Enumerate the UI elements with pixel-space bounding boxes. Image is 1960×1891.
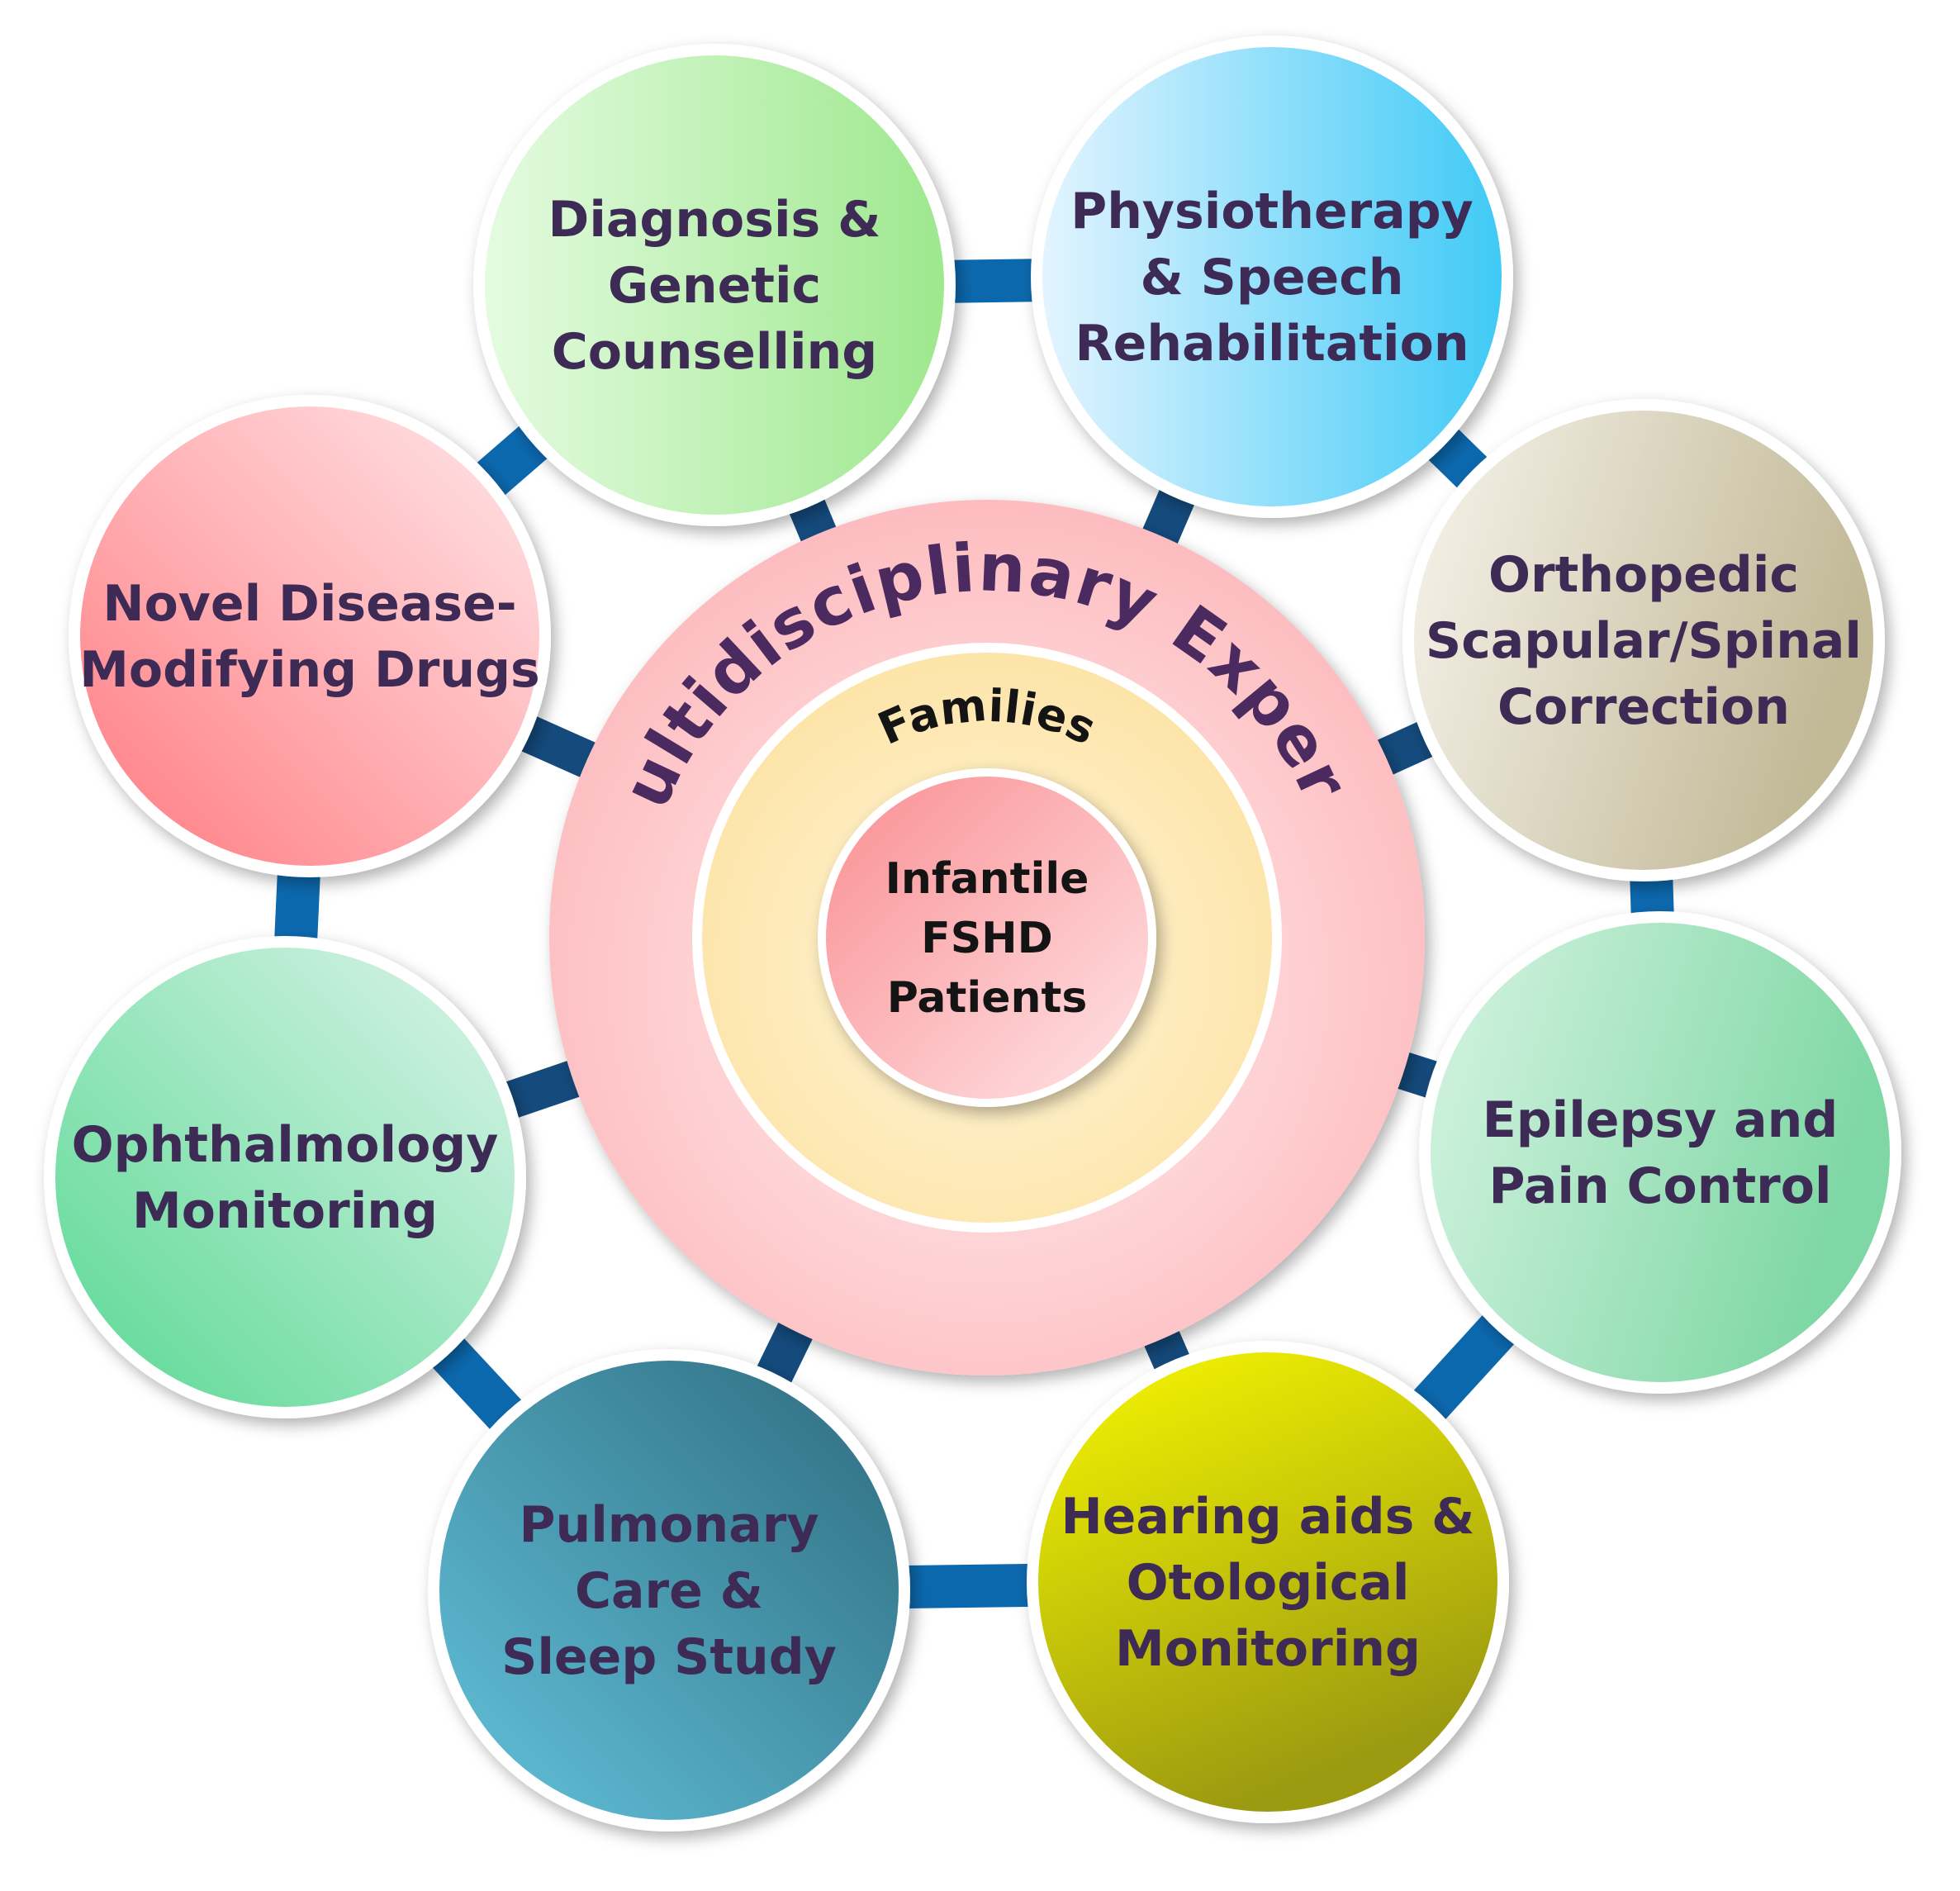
satellite-label-line: Scapular/Spinal (1426, 612, 1862, 670)
satellite-label-line: Physiotherapy (1070, 183, 1474, 240)
satellite-circle (439, 1361, 899, 1820)
satellite-label-line: Diagnosis & (548, 191, 881, 249)
satellite-circle (1042, 47, 1502, 506)
satellite-label-line: Ophthalmology (72, 1116, 499, 1174)
satellite-label-line: Genetic (608, 257, 821, 315)
satellite-label-line: Novel Disease- (102, 575, 516, 633)
satellite-label-line: Modifying Drugs (79, 641, 540, 699)
satellite-label-line: Monitoring (132, 1182, 438, 1240)
satellite-label-line: & Speech (1140, 249, 1403, 306)
core-label-line: FSHD (921, 914, 1053, 963)
satellite-label-line: Sleep Study (501, 1628, 837, 1686)
core-circle (826, 777, 1148, 1099)
satellite-circle (1431, 923, 1890, 1382)
satellite-circle (485, 55, 944, 515)
satellite-label-line: Epilepsy and (1483, 1091, 1839, 1149)
satellite-label-line: Monitoring (1115, 1620, 1421, 1678)
satellite-novel-drugs: Novel Disease- Modifying Drugs (69, 395, 551, 877)
satellite-label-line: Pulmonary (520, 1496, 819, 1554)
core-label-line: Patients (887, 973, 1088, 1023)
satellite-label-line: Otological (1127, 1554, 1410, 1612)
satellite-circle (55, 948, 515, 1407)
satellite-label-line: Hearing aids & (1061, 1488, 1474, 1546)
satellite-label-line: Rehabilitation (1075, 315, 1469, 373)
satellite-label-line: Care & (575, 1562, 763, 1620)
satellite-label-line: Counselling (552, 323, 877, 381)
satellite-circle (1414, 411, 1873, 870)
core-label-line: Infantile (885, 854, 1089, 904)
satellite-label-line: Orthopedic (1488, 546, 1799, 604)
satellite-label-line: Pain Control (1488, 1157, 1831, 1215)
satellite-circle (80, 406, 539, 866)
satellite-label-line: Correction (1497, 678, 1790, 736)
satellite-circle (1038, 1352, 1497, 1812)
